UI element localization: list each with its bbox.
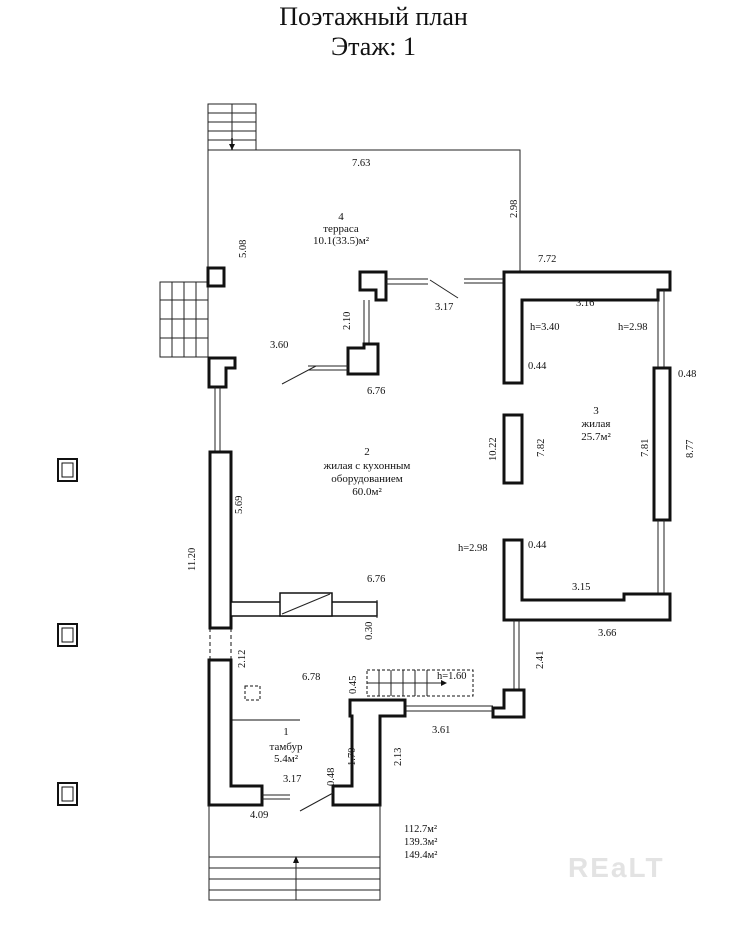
svg-text:жилая с кухонным: жилая с кухонным: [323, 460, 411, 472]
svg-text:5.4м²: 5.4м²: [274, 753, 299, 765]
dim-3-16: 3.16: [576, 298, 594, 309]
dim-3-17-b: 3.17: [283, 774, 301, 785]
total-area-2: 139.3м²: [404, 837, 438, 848]
terrace-column: [206, 266, 226, 288]
terrace-top-stairs: [207, 103, 257, 151]
dim-5-69: 5.69: [234, 496, 245, 514]
terrace-left-stairs: [159, 281, 209, 358]
dim-0-48: 0.48: [678, 369, 696, 380]
dim-7-72: 7.72: [538, 254, 556, 265]
svg-text:терраса: терраса: [323, 223, 359, 235]
dim-0-44-b: 0.44: [528, 540, 547, 551]
marker-square: [57, 623, 78, 647]
room-1-label: 1 тамбур 5.4м²: [270, 726, 303, 765]
dim-3-66: 3.66: [598, 628, 616, 639]
floor-label: Этаж: 1: [330, 32, 417, 61]
dim-3-17: 3.17: [435, 302, 453, 313]
dim-8-77: 8.77: [685, 440, 696, 458]
dim-0-48-b: 0.48: [326, 768, 337, 786]
dim-0-45: 0.45: [348, 676, 359, 694]
room-2-label: 2 жилая с кухонным оборудованием 60.0м²: [323, 446, 411, 498]
dim-2-41: 2.41: [535, 651, 546, 669]
dim-6-78: 6.78: [302, 672, 320, 683]
plan-title: Поэтажный план: [279, 2, 468, 31]
left-wall: [207, 356, 237, 660]
dim-11-20: 11.20: [187, 548, 198, 571]
height-1-60: h=1.60: [437, 671, 467, 682]
interior-windows: [281, 278, 505, 385]
dim-3-15: 3.15: [572, 582, 590, 593]
inner-stairs: [366, 669, 474, 697]
total-area-1: 112.7м²: [404, 824, 438, 835]
height-2-98: h=2.98: [618, 322, 648, 333]
svg-text:жилая: жилая: [581, 418, 611, 430]
dim-7-82: 7.82: [536, 439, 547, 457]
dim-2-12: 2.12: [237, 650, 248, 668]
svg-text:10.1(33.5)м²: 10.1(33.5)м²: [313, 235, 370, 247]
entrance-porch: [208, 805, 381, 901]
svg-text:1: 1: [283, 726, 289, 738]
svg-text:3: 3: [593, 405, 599, 417]
svg-text:4: 4: [338, 211, 344, 223]
dim-3-60: 3.60: [270, 340, 288, 351]
dim-5-08: 5.08: [238, 240, 249, 258]
watermark: REaLT: [568, 852, 665, 883]
dim-2-10: 2.10: [342, 312, 353, 330]
dim-7-81: 7.81: [640, 439, 651, 457]
dim-7-63: 7.63: [352, 158, 370, 169]
dim-10-22: 10.22: [488, 437, 499, 461]
dim-6-76: 6.76: [367, 386, 385, 397]
svg-text:тамбур: тамбур: [270, 741, 303, 753]
dim-3-61: 3.61: [432, 725, 450, 736]
dim-1-70: 1.70: [347, 748, 358, 766]
svg-text:25.7м²: 25.7м²: [581, 431, 611, 443]
dim-2-13: 2.13: [393, 748, 404, 766]
height-2-98-b: h=2.98: [458, 543, 488, 554]
dim-4-09: 4.09: [250, 810, 268, 821]
dim-6-76-b: 6.76: [367, 574, 385, 585]
room-3-walls: [491, 270, 672, 719]
room-4-label: 4 терраса 10.1(33.5)м²: [313, 211, 370, 247]
room-3-label: 3 жилая 25.7м²: [581, 405, 612, 443]
dim-2-98: 2.98: [509, 200, 520, 218]
svg-text:2: 2: [364, 446, 370, 458]
dim-0-30: 0.30: [364, 622, 375, 640]
vestibule-windows: [405, 705, 493, 712]
height-3-40: h=3.40: [530, 322, 560, 333]
svg-text:60.0м²: 60.0м²: [352, 486, 382, 498]
svg-text:оборудованием: оборудованием: [331, 473, 402, 485]
marker-square: [57, 458, 78, 482]
partition-wall: [230, 592, 378, 618]
dim-0-44: 0.44: [528, 361, 547, 372]
column-block: [358, 270, 388, 302]
marker-square: [57, 782, 78, 806]
total-area-3: 149.4м²: [404, 850, 438, 861]
area-totals: 112.7м² 139.3м² 149.4м²: [404, 823, 437, 862]
